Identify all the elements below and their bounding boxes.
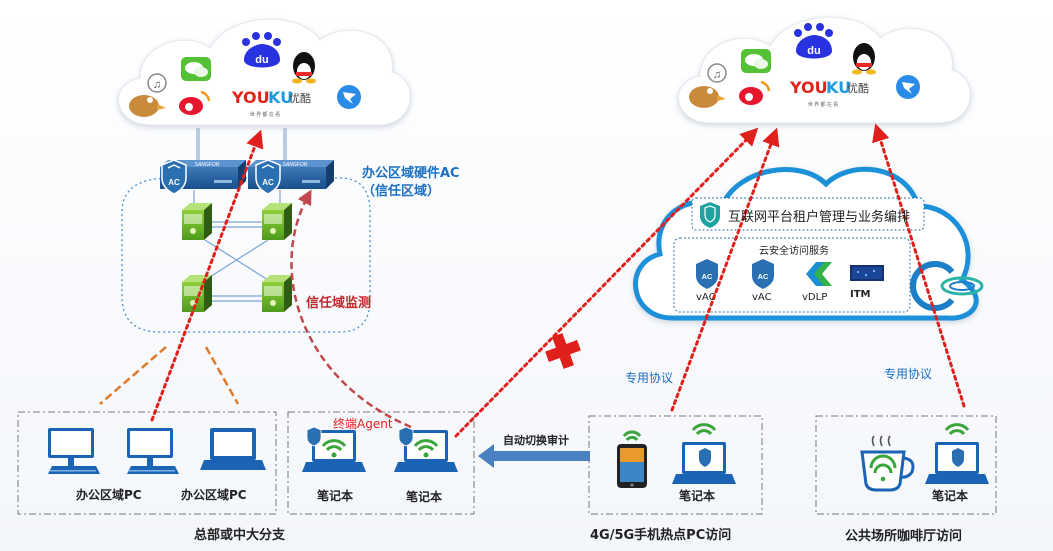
vac-label-2: vAC bbox=[752, 292, 772, 303]
tenant-mgmt-box bbox=[691, 197, 925, 231]
laptop-wifi-icon bbox=[302, 430, 366, 472]
laptop-wifi-icon bbox=[672, 423, 736, 484]
svg-text:du: du bbox=[255, 54, 268, 66]
vdlp-icon bbox=[806, 262, 832, 286]
baidu-icon: du bbox=[242, 32, 281, 68]
app-icons-right: ♫ du YOU KU 优酷 世 界 都 在 看 bbox=[689, 23, 920, 108]
trust-monitor-arrow bbox=[290, 189, 412, 429]
laptop-a-label: 笔记本 bbox=[317, 489, 354, 503]
agent-badge-icon bbox=[398, 426, 414, 447]
qq-penguin-icon bbox=[852, 43, 876, 75]
laptop-hotspot-label: 笔记本 bbox=[679, 489, 716, 503]
qq-music-icon: ♫ bbox=[147, 73, 167, 93]
svg-text:AC: AC bbox=[702, 272, 713, 281]
ac-shield-icon: AC bbox=[255, 159, 281, 195]
itm-label: ITM bbox=[850, 289, 871, 300]
baidu-icon: du bbox=[794, 23, 833, 59]
svg-text:KU: KU bbox=[268, 88, 293, 107]
laptop-icon bbox=[200, 428, 266, 470]
cloud-service-box bbox=[673, 237, 911, 313]
laptop-cafe-label: 笔记本 bbox=[932, 489, 969, 503]
svg-text:YOU: YOU bbox=[789, 78, 828, 97]
hotspot-site-box bbox=[588, 415, 763, 515]
cafe-site-box bbox=[815, 415, 997, 515]
svg-text:♫: ♫ bbox=[713, 69, 721, 81]
youku-slogan-right: 世 界 都 在 看 bbox=[808, 101, 839, 108]
shield-icon bbox=[700, 202, 720, 228]
block-cross-icon bbox=[545, 333, 581, 369]
wechat-icon bbox=[741, 49, 771, 73]
pc-left-label: 办公区域PC bbox=[76, 488, 142, 502]
svg-text:KU: KU bbox=[826, 78, 851, 97]
vac-label-1: vAC bbox=[696, 292, 716, 303]
branch-caption: 总部或中大分支 bbox=[194, 528, 286, 543]
wechat-icon bbox=[181, 57, 211, 81]
cafe-caption: 公共场所咖啡厅访问 bbox=[845, 529, 963, 544]
app-icons-left: ♫ du YOU KU 优酷 世 界 都 在 看 bbox=[129, 32, 361, 118]
svg-text:AC: AC bbox=[758, 272, 769, 281]
parrot-icon bbox=[689, 86, 726, 108]
ac-uplinks bbox=[196, 128, 287, 161]
svg-text:YOU: YOU bbox=[231, 88, 270, 107]
switch-icon bbox=[182, 275, 212, 312]
desktop-pc-icon bbox=[48, 428, 100, 474]
auto-switch-label: 自动切换审计 bbox=[503, 434, 569, 447]
ac-trust-label: （信任区域） bbox=[362, 184, 441, 199]
vac-icon: AC bbox=[752, 259, 774, 289]
svg-text:AC: AC bbox=[262, 178, 274, 187]
weibo-icon bbox=[179, 90, 211, 115]
switch-icon bbox=[262, 275, 292, 312]
hotspot-caption: 4G/5G手机热点PC访问 bbox=[590, 528, 732, 543]
agent-badge-icon bbox=[306, 426, 322, 447]
laptop-b-label: 笔记本 bbox=[406, 490, 443, 504]
switch-icon bbox=[262, 203, 292, 240]
dingtalk-icon bbox=[896, 75, 920, 99]
smartphone-icon bbox=[617, 430, 647, 488]
svg-text:AC: AC bbox=[168, 178, 180, 187]
youku-icon: YOU KU 优酷 世 界 都 在 看 bbox=[231, 88, 311, 118]
access-arrows bbox=[150, 123, 966, 438]
pc-right-label: 办公区域PC bbox=[181, 488, 247, 502]
lan-links bbox=[99, 346, 240, 405]
qq-penguin-icon bbox=[292, 52, 316, 84]
dedicated-protocol-label-2: 专用协议 bbox=[884, 367, 933, 381]
youku-slogan-left: 世 界 都 在 看 bbox=[250, 111, 281, 118]
device-brand-label: SANGFOR bbox=[283, 162, 308, 168]
dedicated-protocol-label-1: 专用协议 bbox=[625, 371, 674, 385]
laptop-wifi-icon bbox=[925, 423, 989, 484]
coffee-wifi-icon bbox=[860, 435, 915, 492]
itm-icon bbox=[850, 265, 884, 281]
cloud-service-label: 云安全访问服务 bbox=[759, 246, 829, 257]
cloud-service-logo-icon bbox=[910, 261, 984, 311]
vac-icon: AC bbox=[696, 259, 718, 289]
auto-switch-arrow bbox=[478, 444, 590, 468]
dingtalk-icon bbox=[337, 85, 361, 109]
svg-text:优酷: 优酷 bbox=[289, 92, 311, 105]
tenant-mgmt-label: 互联网平台租户管理与业务编排 bbox=[728, 210, 911, 225]
weibo-icon bbox=[739, 80, 771, 105]
switch-interconnects bbox=[193, 190, 281, 302]
ac-shield-icon: AC bbox=[161, 159, 187, 195]
vdlp-label: vDLP bbox=[802, 292, 828, 303]
svg-text:优酷: 优酷 bbox=[847, 82, 869, 95]
parrot-icon bbox=[129, 95, 166, 117]
ac-title-label: 办公区域硬件AC bbox=[362, 166, 460, 181]
svg-text:♫: ♫ bbox=[153, 79, 161, 91]
switch-icon bbox=[182, 203, 212, 240]
desktop-pc-icon bbox=[127, 428, 179, 474]
svg-text:du: du bbox=[807, 45, 820, 57]
agent-label: 终端Agent bbox=[333, 417, 393, 431]
qq-music-icon: ♫ bbox=[707, 63, 727, 83]
device-brand-label: SANGFOR bbox=[195, 162, 220, 168]
trust-monitor-label: 信任域监测 bbox=[306, 296, 372, 311]
youku-icon: YOU KU 优酷 世 界 都 在 看 bbox=[789, 78, 869, 108]
